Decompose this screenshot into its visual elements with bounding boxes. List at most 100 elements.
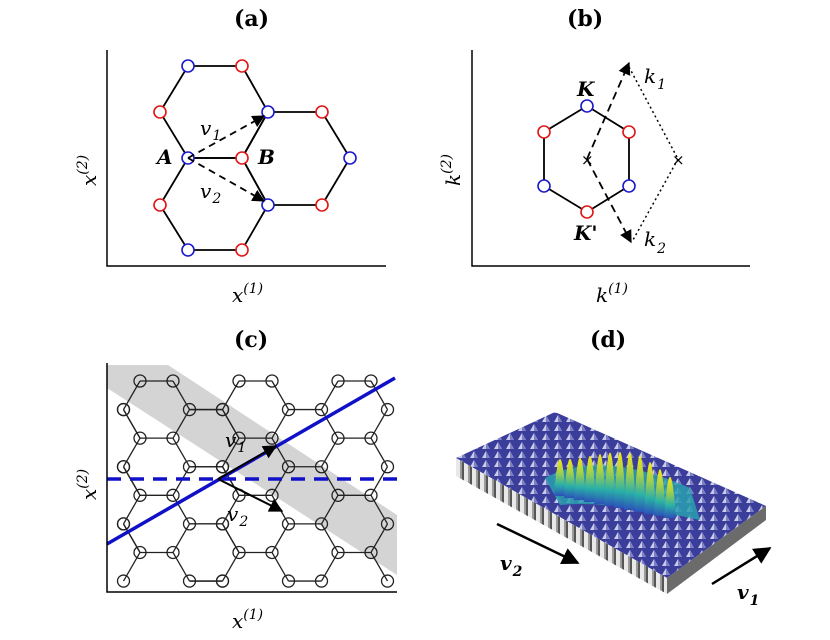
lattice-site (166, 545, 180, 560)
panel-c-label: (c) (234, 327, 268, 353)
surface-front-right (667, 506, 766, 594)
lattice-site (281, 460, 296, 474)
lattice-site (182, 402, 197, 417)
wavefunction-lobe (554, 459, 566, 496)
lattice-site (380, 460, 395, 474)
k-point (622, 125, 636, 139)
lattice-site (133, 374, 147, 388)
k1-label: k1 (644, 64, 666, 93)
lattice-bond (122, 409, 141, 439)
lattice-bond (271, 552, 290, 582)
k-point (580, 205, 594, 219)
v2-direction-arrow (496, 522, 580, 565)
site-a (261, 105, 275, 119)
lattice-bond (320, 552, 339, 582)
sublattice-b-sites (153, 59, 329, 257)
panel-c-ylabel: x(2) (75, 469, 101, 500)
lattice-site (232, 431, 246, 445)
lattice-bond (221, 523, 240, 553)
panel-a-axes (106, 50, 386, 267)
panel-a: (a) A B v1 v2 x(1) (75, 6, 386, 307)
lattice-bond (122, 437, 141, 468)
panel-b: (b) × × K K' k1 k2 k(1) k(2) (439, 6, 750, 307)
panel-c-axes (106, 363, 397, 593)
lattice-site (281, 517, 296, 531)
vector-v1-arrow (217, 445, 278, 480)
panel-b-xlabel: k(1) (596, 281, 628, 307)
wavefunction-lobe (644, 462, 656, 514)
wavefunction-lobe (584, 455, 596, 502)
lattice-site (232, 545, 246, 560)
site-b (235, 151, 249, 165)
panel-b-ylabel: k(2) (439, 154, 465, 186)
lattice-site (182, 460, 197, 474)
lattice-site (380, 517, 395, 531)
lattice-site (364, 374, 378, 388)
site-b (235, 243, 249, 257)
wavefunction-lobe (574, 457, 586, 500)
panel-c-xlabel: x(1) (232, 607, 263, 633)
wavefunction-lobe (594, 453, 606, 504)
lattice-site (331, 374, 345, 388)
lattice-bond (271, 409, 290, 439)
dotted-edge-lower (632, 158, 679, 241)
v2-label: v2 (500, 551, 523, 580)
lattice-site (265, 431, 279, 445)
wavefunction-lobe (604, 452, 616, 506)
point-kprime-label: K' (573, 221, 598, 245)
site-a (343, 151, 357, 165)
panel-a-label: (a) (234, 6, 269, 32)
lattice-site (116, 460, 131, 474)
v1-label: v1 (200, 116, 221, 144)
v1-direction-arrow (711, 546, 772, 586)
lattice-site (314, 460, 329, 474)
k-point (622, 179, 636, 193)
vector-v1-arrow (187, 115, 266, 159)
lattice-bond (172, 466, 191, 496)
site-a (181, 59, 195, 73)
site-b (153, 198, 167, 212)
wavefunction-lobe (624, 452, 636, 510)
lattice-site (166, 488, 180, 502)
lattice-site (380, 574, 395, 588)
lattice-site (281, 402, 296, 417)
point-k-label: K (576, 77, 596, 101)
panel-c: (c) v1 v2 x(1) x(2) (75, 327, 397, 633)
lattice-site (133, 431, 147, 445)
lattice-site (364, 431, 378, 445)
surface-front-left (456, 458, 667, 594)
v1-label: v1 (225, 428, 246, 456)
site-b (315, 198, 329, 212)
lattice-bond (221, 552, 240, 582)
lattice-site (182, 574, 197, 588)
site-b (153, 105, 167, 119)
lattice-site (314, 402, 329, 417)
lattice-bond (122, 494, 141, 525)
lattice-site (331, 431, 345, 445)
site-a (181, 243, 195, 257)
lattice-site (364, 488, 378, 502)
lattice-bond (122, 466, 141, 496)
k-points-red (537, 125, 636, 219)
lattice-site (133, 545, 147, 560)
v2-label: v2 (227, 502, 248, 530)
k1-arrow (586, 61, 631, 160)
lattice-site (133, 488, 147, 502)
v2-label: v2 (200, 179, 221, 207)
ribbon-strip (107, 365, 397, 575)
lattice-bond (122, 552, 141, 582)
lattice-site (166, 431, 180, 445)
lattice-site (182, 517, 197, 531)
lattice-site (380, 402, 395, 417)
lattice-bond (271, 380, 290, 410)
wavefunction-lobe (564, 458, 576, 498)
lattice-site (116, 574, 131, 588)
panel-b-label: (b) (567, 6, 603, 32)
lattice-bond (370, 409, 389, 439)
lattice-site (265, 374, 279, 388)
panel-a-xlabel: x(1) (232, 281, 263, 307)
lattice-site (166, 374, 180, 388)
lattice-site (265, 545, 279, 560)
lattice-site (116, 517, 131, 531)
lattice-site (232, 374, 246, 388)
